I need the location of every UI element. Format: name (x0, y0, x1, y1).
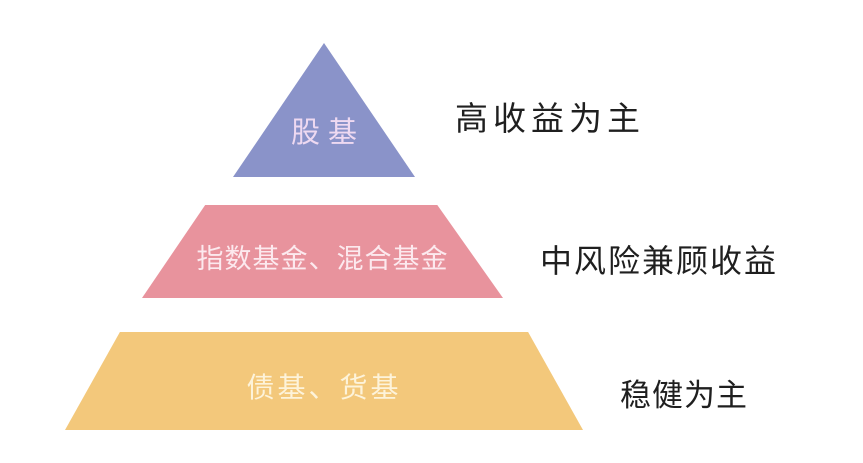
tier-top-shape: 股基 (233, 43, 415, 177)
side-label-high-return: 高收益为主 (455, 99, 645, 138)
tier-middle-shape: 指数基金、混合基金 (142, 205, 503, 298)
tier-bottom-label: 债基、货基 (246, 371, 402, 404)
tier-top-label: 股基 (290, 115, 365, 149)
tier-middle-label: 指数基金、混合基金 (196, 244, 449, 275)
side-label-stable: 稳健为主 (620, 378, 748, 414)
side-label-medium-risk: 中风险兼顾收益 (540, 242, 779, 280)
tier-bottom-shape: 债基、货基 (65, 332, 583, 430)
